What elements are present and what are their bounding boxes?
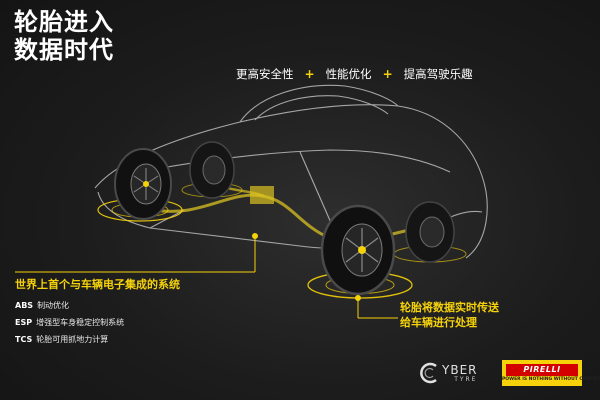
ecu-unit-icon <box>250 186 274 204</box>
pirelli-logo: PIRELLI POWER IS NOTHING WITHOUT CONTROL <box>502 360 600 386</box>
benefit-performance: 性能优化 <box>325 67 372 81</box>
feature-text: 制动优化 <box>37 301 70 310</box>
right-callout-line-2: 给车辆进行处理 <box>400 316 477 329</box>
pirelli-wordmark: PIRELLI <box>523 365 561 374</box>
cyber-logo-sub: TYRE <box>454 375 478 383</box>
callout-leader-lines <box>15 233 398 319</box>
tire-icon <box>320 204 396 296</box>
integration-headline: 世界上首个与车辆电子集成的系统 <box>15 278 180 291</box>
cyber-tyre-logo: YBER TYRE <box>420 362 477 384</box>
right-callout: 轮胎将数据实时传送 给车辆进行处理 <box>400 300 540 330</box>
right-callout-line-1: 轮胎将数据实时传送 <box>400 301 499 314</box>
benefit-driving-fun: 提高驾驶乐趣 <box>403 67 473 81</box>
tire-icon <box>405 201 455 263</box>
benefit-safety: 更高安全性 <box>236 67 294 81</box>
plus-icon: + <box>382 67 393 81</box>
tire-icon <box>189 141 235 199</box>
headline-line-1: 轮胎进入 <box>14 8 114 36</box>
pirelli-red-band: PIRELLI <box>506 364 578 376</box>
tire-icon <box>114 148 172 220</box>
cyber-logo-word: YBER <box>442 362 478 377</box>
plus-icon: + <box>304 67 315 81</box>
headline: 轮胎进入 数据时代 <box>14 8 114 64</box>
benefits-bar: 更高安全性 + 性能优化 + 提高驾驶乐趣 <box>236 66 473 82</box>
headline-line-2: 数据时代 <box>14 36 114 64</box>
feature-code: ESP <box>15 318 33 327</box>
feature-text: 轮胎可用抓地力计算 <box>36 335 109 344</box>
feature-code: ABS <box>15 301 34 310</box>
feature-text: 增强型车身稳定控制系统 <box>36 318 125 327</box>
cyber-logo-icon <box>420 362 437 384</box>
feature-code: TCS <box>15 335 33 344</box>
pirelli-tagline: POWER IS NOTHING WITHOUT CONTROL <box>502 377 600 382</box>
